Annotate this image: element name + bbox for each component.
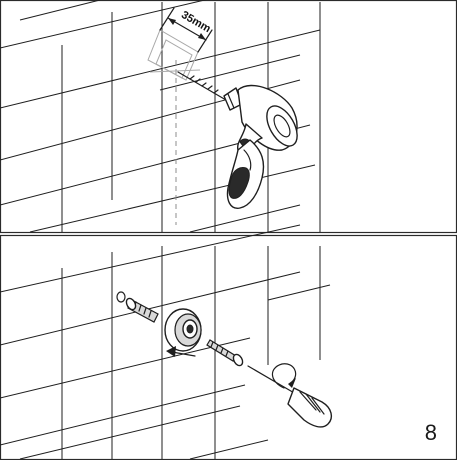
wall-plug-icon [116, 291, 159, 323]
step-number: 8 [424, 420, 437, 445]
mount-step-panel [0, 224, 457, 460]
direction-arrow-icon [166, 346, 196, 357]
mounting-flange-icon [164, 308, 202, 352]
dimension-label: 35mm [179, 9, 213, 35]
screwdriver-icon [247, 363, 333, 428]
panel-frame-bottom [0, 234, 457, 460]
drill-step-panel: 35mm [0, 0, 457, 234]
wall-tile-grid-bottom [0, 224, 331, 460]
ghost-flange-outline [147, 29, 201, 81]
screw-icon [206, 339, 244, 367]
drill-icon [177, 71, 298, 209]
